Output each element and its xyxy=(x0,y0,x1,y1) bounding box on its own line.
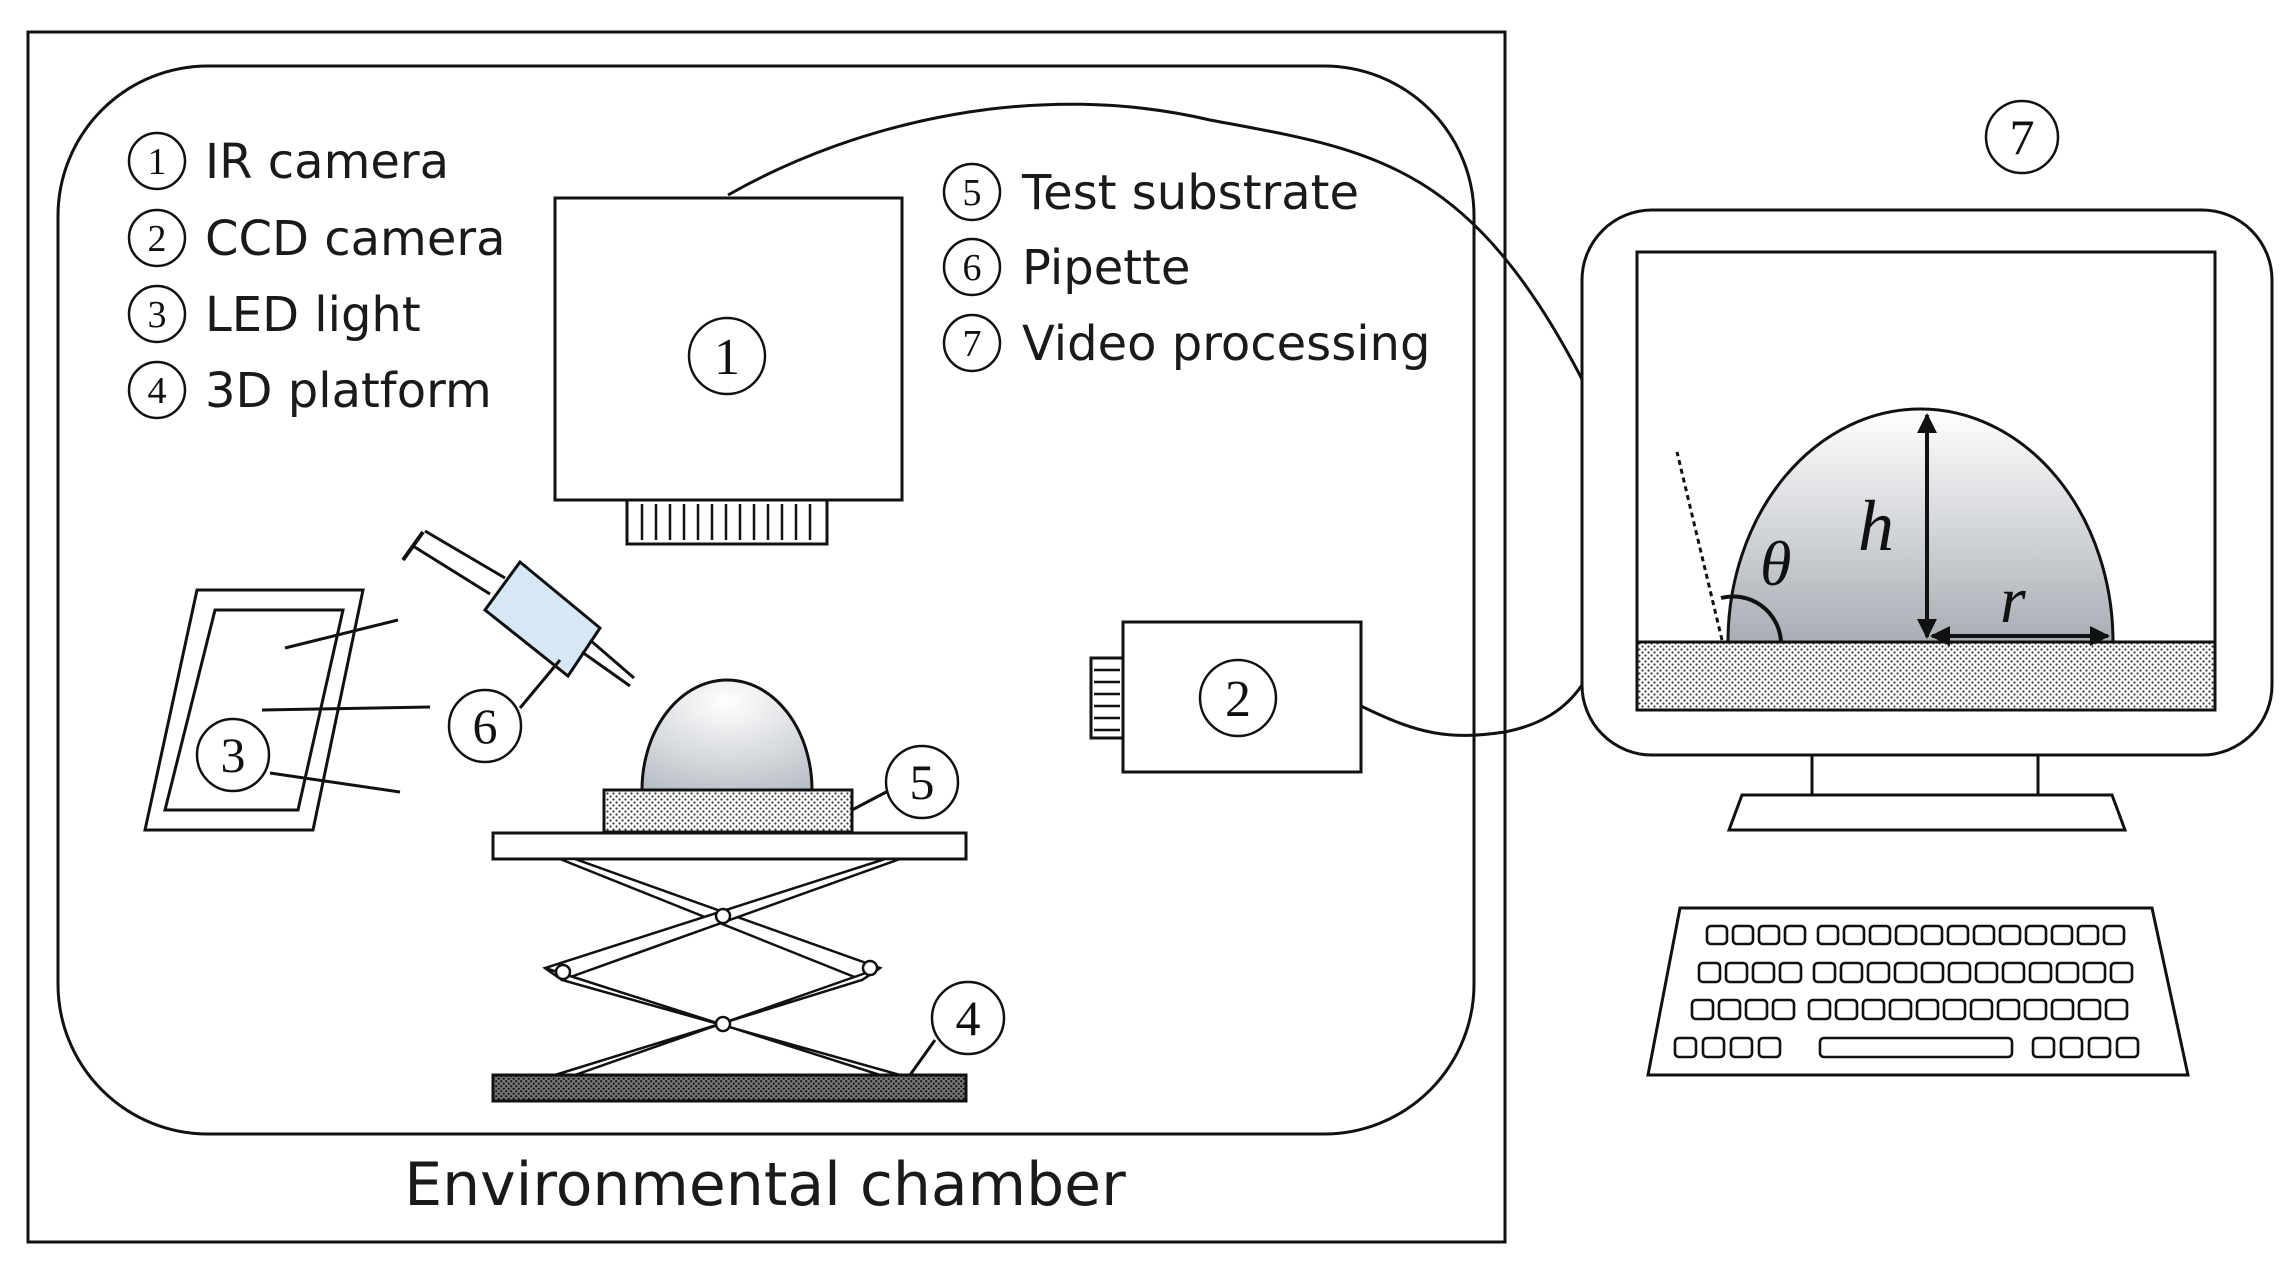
keyboard xyxy=(1646,906,2190,1077)
ccd-camera-marker: 2 xyxy=(1225,671,1251,728)
substrate-marker: 5 xyxy=(910,754,935,810)
ccd-camera-lens xyxy=(1089,656,1125,740)
legend-item-video-processing: 7 Video processing xyxy=(942,313,1430,373)
angle-symbol: θ xyxy=(1760,528,1791,599)
svg-text:5: 5 xyxy=(963,172,982,214)
ir-camera-marker: 1 xyxy=(714,329,740,386)
led-light: 3 xyxy=(143,588,431,832)
pipette: 6 xyxy=(401,529,635,764)
platform-marker: 4 xyxy=(956,990,981,1046)
3d-platform: 4 xyxy=(491,831,1006,1103)
svg-text:2: 2 xyxy=(148,218,167,260)
ccd-camera: 2 xyxy=(1089,620,1363,774)
svg-text:4: 4 xyxy=(148,370,167,412)
test-substrate: 5 xyxy=(602,678,960,834)
video-processing-marker: 7 xyxy=(2010,109,2035,165)
chamber-enclosure xyxy=(56,64,1476,1136)
droplet xyxy=(640,678,814,792)
ir-camera: 1 xyxy=(553,196,904,546)
key-row-4 xyxy=(1673,1036,2140,1059)
svg-text:IR camera: IR camera xyxy=(205,134,449,190)
chamber-frame xyxy=(26,30,1507,1244)
key-row-3 xyxy=(1690,998,2129,1021)
legend-left: 1 IR camera 2 CCD camera 3 LED light 4 3… xyxy=(127,131,506,420)
svg-text:1: 1 xyxy=(148,141,167,183)
svg-text:Video processing: Video processing xyxy=(1022,316,1430,372)
key-row-2 xyxy=(1697,961,2134,984)
legend-item-3d-platform: 4 3D platform xyxy=(127,360,492,420)
svg-text:LED light: LED light xyxy=(205,287,421,343)
svg-text:3D platform: 3D platform xyxy=(205,363,492,419)
svg-text:Test substrate: Test substrate xyxy=(1021,165,1359,221)
pipette-marker: 6 xyxy=(473,698,498,754)
monitor: θ h r xyxy=(1580,208,2274,832)
legend-item-ir-camera: 1 IR camera xyxy=(127,131,449,191)
legend-item-led-light: 3 LED light xyxy=(127,284,421,344)
ccd-camera-cable xyxy=(1360,684,1584,737)
svg-text:Pipette: Pipette xyxy=(1022,240,1190,296)
key-row-1 xyxy=(1705,924,2126,946)
legend-item-pipette: 6 Pipette xyxy=(942,237,1190,297)
legend-item-test-substrate: 5 Test substrate xyxy=(942,162,1359,222)
svg-text:CCD camera: CCD camera xyxy=(205,211,506,267)
svg-text:7: 7 xyxy=(963,323,982,365)
space-bar xyxy=(1818,1036,2014,1059)
legend-item-ccd-camera: 2 CCD camera xyxy=(127,208,506,268)
svg-text:6: 6 xyxy=(963,247,982,289)
led-light-marker: 3 xyxy=(221,727,246,783)
svg-text:3: 3 xyxy=(148,294,167,336)
legend-right: 5 Test substrate 6 Pipette 7 Video proce… xyxy=(942,162,1430,373)
radius-symbol: r xyxy=(2000,564,2026,637)
ir-camera-cable xyxy=(727,102,1587,386)
height-symbol: h xyxy=(1858,486,1894,566)
chamber-label: Environmental chamber xyxy=(404,1150,1126,1220)
